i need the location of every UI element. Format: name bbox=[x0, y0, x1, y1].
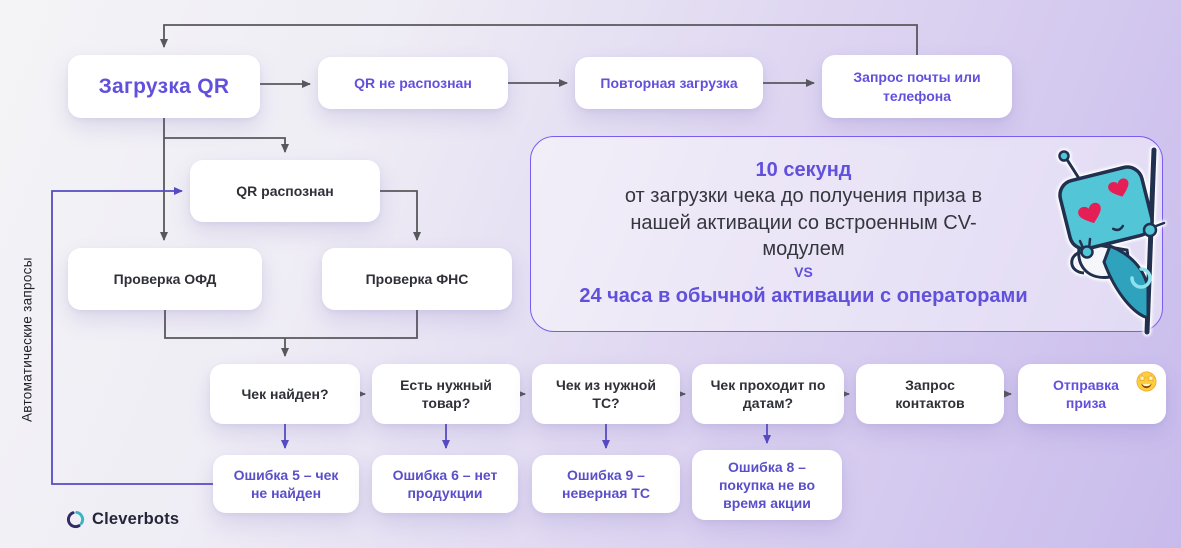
node-label: Ошибка 5 – чек не найден bbox=[233, 466, 339, 501]
node-label: QR распознан bbox=[236, 182, 334, 199]
node-otpravka-priza: Отправка приза bbox=[1018, 364, 1166, 424]
node-oshibka-8: Ошибка 8 – покупка не во время акции bbox=[692, 450, 842, 520]
node-label: Чек найден? bbox=[241, 385, 329, 402]
node-zapros-kontaktov: Запрос контактов bbox=[856, 364, 1004, 424]
node-zapros-pochty: Запрос почты или телефона bbox=[822, 55, 1012, 118]
comparison-info-box: 10 секунд от загрузки чека до получения … bbox=[530, 136, 1163, 332]
node-oshibka-9: Ошибка 9 – неверная ТС bbox=[532, 455, 680, 513]
node-label: Загрузка QR bbox=[98, 74, 230, 98]
node-oshibka-5: Ошибка 5 – чек не найден bbox=[213, 455, 359, 513]
node-label: Отправка приза bbox=[1053, 376, 1119, 411]
node-label: Ошибка 6 – нет продукции bbox=[392, 466, 498, 501]
node-label: Есть нужный товар? bbox=[400, 376, 492, 411]
node-label: Чек из нужной ТС? bbox=[556, 376, 656, 411]
node-proverka-ofd: Проверка ОФД bbox=[68, 248, 262, 310]
node-chek-prohodit-po-datam: Чек проходит по датам? bbox=[692, 364, 844, 424]
info-comparison: 24 часа в обычной активации с операторам… bbox=[579, 285, 1028, 308]
node-label: QR не распознан bbox=[354, 74, 472, 91]
brand-logo: Cleverbots bbox=[66, 510, 179, 529]
node-chek-nayden: Чек найден? bbox=[210, 364, 360, 424]
node-label: Повторная загрузка bbox=[600, 74, 738, 91]
star-struck-emoji bbox=[1136, 371, 1157, 392]
side-label-automatic-requests: Автоматические запросы bbox=[19, 257, 35, 423]
robot-heart-eyes-sticker bbox=[1058, 147, 1166, 335]
node-label: Проверка ФНС bbox=[365, 270, 469, 287]
info-body: от загрузки чека до получения приза в на… bbox=[624, 185, 983, 260]
node-label: Проверка ОФД bbox=[113, 270, 217, 287]
node-label: Запрос почты или телефона bbox=[853, 69, 981, 104]
node-label: Ошибка 9 – неверная ТС bbox=[562, 466, 650, 501]
node-proverka-fns: Проверка ФНС bbox=[322, 248, 512, 310]
node-label: Запрос контактов bbox=[895, 376, 965, 411]
node-qr-ne-raspoznan: QR не распознан bbox=[318, 57, 508, 109]
node-oshibka-6: Ошибка 6 – нет продукции bbox=[372, 455, 518, 513]
info-headline: 10 секунд bbox=[755, 158, 852, 181]
node-zagruzka-qr: Загрузка QR bbox=[68, 55, 260, 118]
node-chek-iz-nuzhnoy-ts: Чек из нужной ТС? bbox=[532, 364, 680, 424]
brand-name: Cleverbots bbox=[92, 510, 180, 528]
node-qr-raspoznan: QR распознан bbox=[190, 160, 380, 222]
node-label: Чек проходит по датам? bbox=[710, 376, 826, 411]
info-vs: VS bbox=[794, 264, 813, 281]
cleverbots-icon bbox=[66, 510, 85, 529]
node-label: Ошибка 8 – покупка не во время акции bbox=[718, 458, 816, 512]
node-est-nuzhny-tovar: Есть нужный товар? bbox=[372, 364, 520, 424]
node-povtornaya-zagruzka: Повторная загрузка bbox=[575, 57, 763, 109]
